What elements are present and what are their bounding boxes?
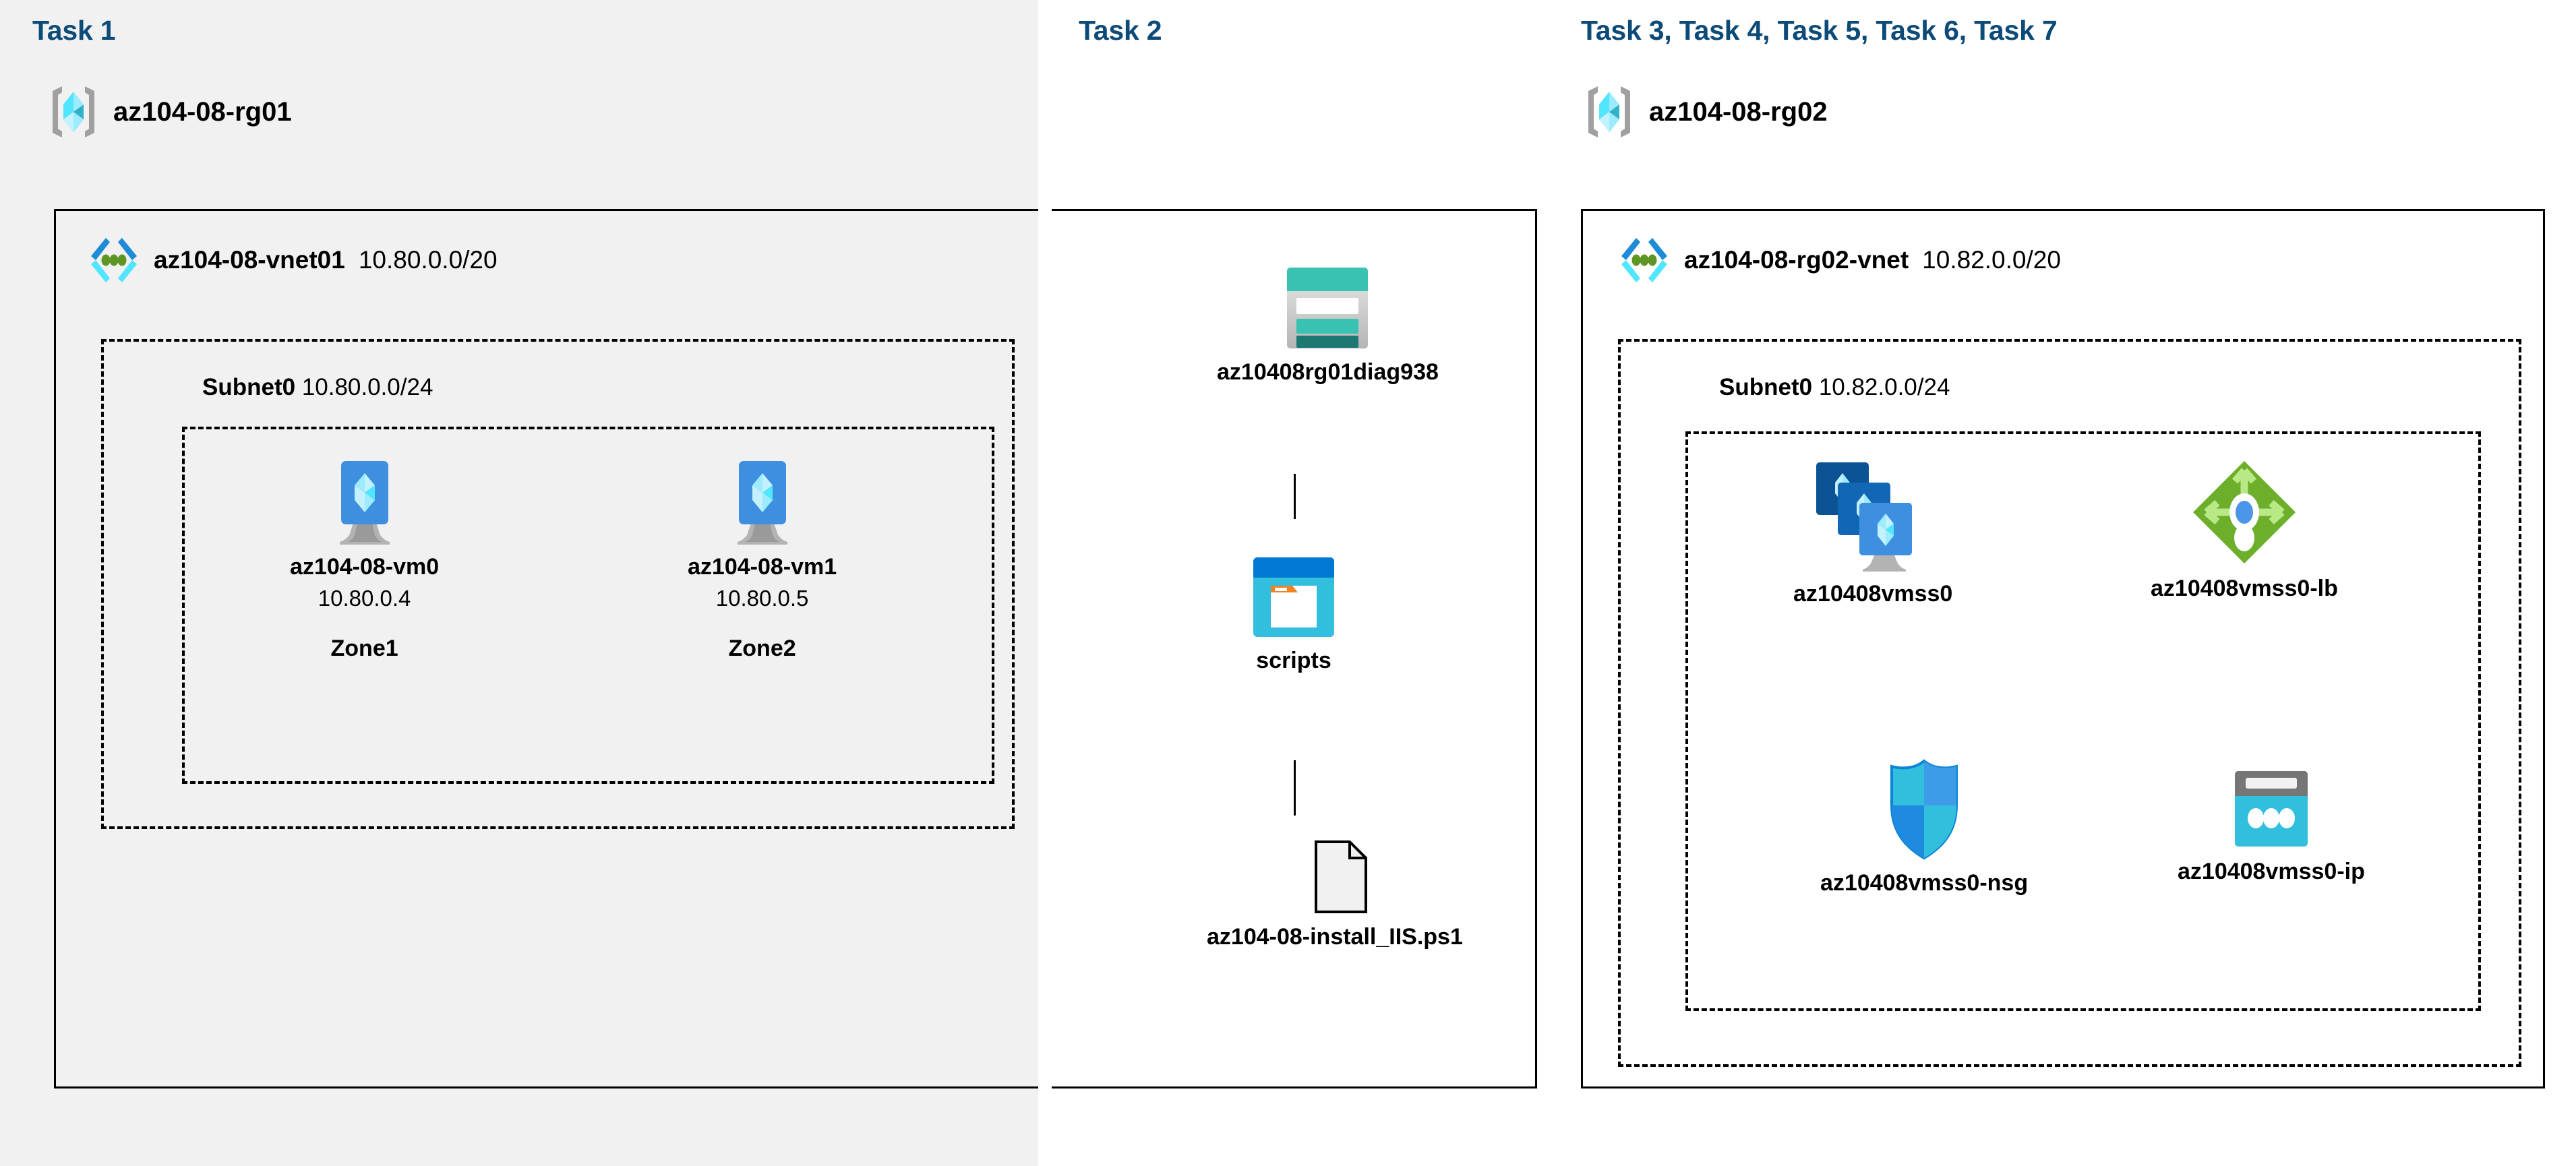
load-balancer-name: az10408vmss0-lb bbox=[2151, 576, 2338, 601]
resource-group-rg02: az104-08-rg02 bbox=[1584, 84, 1828, 140]
storage-account-node[interactable]: az10408rg01diag938 bbox=[1217, 266, 1439, 386]
vm-zone: Zone1 bbox=[330, 636, 398, 661]
vnet01-header: az104-08-vnet01 10.80.0.0/20 bbox=[88, 236, 498, 284]
vnet-cidr: 10.80.0.0/20 bbox=[358, 246, 498, 274]
storage-account-icon bbox=[1284, 266, 1371, 350]
task2-heading: Task 2 bbox=[1079, 15, 1162, 46]
vm-name: az104-08-vm1 bbox=[688, 554, 837, 580]
vnet-name: az104-08-rg02-vnet bbox=[1684, 246, 1909, 274]
task3-panel bbox=[0, 0, 1025, 1166]
subnet-name: Subnet0 bbox=[202, 374, 296, 400]
task3-heading: Task 3, Task 4, Task 5, Task 6, Task 7 bbox=[1581, 15, 2058, 46]
subnet0-right-title: Subnet0 10.82.0.0/24 bbox=[1719, 374, 1950, 401]
vnet-name: az104-08-vnet01 bbox=[154, 246, 345, 274]
task1-heading: Task 1 bbox=[32, 15, 116, 46]
vm-scale-set-icon bbox=[1805, 458, 1940, 572]
vm-scale-set-node[interactable]: az10408vmss0 bbox=[1793, 458, 1952, 607]
subnet-name: Subnet0 bbox=[1719, 374, 1813, 400]
load-balancer-icon bbox=[2190, 458, 2298, 566]
storage-account-name: az10408rg01diag938 bbox=[1217, 359, 1439, 385]
subnet0-left-container bbox=[101, 339, 1015, 829]
vmss-resources-container bbox=[1685, 431, 2481, 1011]
load-balancer-node[interactable]: az10408vmss0-lb bbox=[2151, 458, 2338, 602]
virtual-machine-icon bbox=[725, 458, 800, 545]
blob-container-node[interactable]: scripts bbox=[1251, 556, 1337, 674]
subnet0-left-title: Subnet0 10.80.0.0/24 bbox=[202, 374, 433, 401]
script-file-name: az104-08-install_IIS.ps1 bbox=[1207, 924, 1463, 950]
resource-group-icon bbox=[49, 84, 98, 140]
vnet02-header: az104-08-rg02-vnet 10.82.0.0/20 bbox=[1618, 236, 2061, 284]
vm-ip: 10.80.0.4 bbox=[318, 586, 411, 611]
vnet-cidr: 10.82.0.0/20 bbox=[1922, 246, 2061, 274]
public-ip-name: az10408vmss0-ip bbox=[2178, 859, 2365, 884]
virtual-machine-icon bbox=[328, 458, 402, 545]
vm-scale-set-name: az10408vmss0 bbox=[1793, 581, 1953, 607]
public-ip-address-icon bbox=[2231, 768, 2312, 849]
virtual-network-icon bbox=[88, 236, 140, 284]
virtual-network-icon bbox=[1618, 236, 1671, 284]
resource-group-name: az104-08-rg01 bbox=[113, 96, 292, 127]
vm1-node[interactable]: az104-08-vm1 10.80.0.5 Zone2 bbox=[688, 458, 837, 662]
connector-storage-to-container bbox=[1294, 474, 1296, 519]
availability-zones-container bbox=[182, 427, 994, 784]
resource-group-icon bbox=[1584, 84, 1634, 140]
resource-group-rg01: az104-08-rg01 bbox=[49, 84, 292, 140]
network-security-group-name: az10408vmss0-nsg bbox=[1820, 870, 2029, 896]
blob-container-name: scripts bbox=[1256, 648, 1331, 673]
file-icon bbox=[1292, 839, 1378, 915]
vm0-node[interactable]: az104-08-vm0 10.80.0.4 Zone1 bbox=[290, 458, 439, 662]
subnet-cidr: 10.82.0.0/24 bbox=[1818, 374, 1950, 400]
vnet02-container bbox=[1581, 209, 2545, 1088]
vm-zone: Zone2 bbox=[728, 636, 796, 661]
vnet01-container-right bbox=[1052, 209, 1537, 1088]
subnet0-right-container bbox=[1618, 339, 2521, 1067]
vm-name: az104-08-vm0 bbox=[290, 554, 440, 580]
script-file-node[interactable]: az104-08-install_IIS.ps1 bbox=[1207, 839, 1463, 950]
network-security-group-node[interactable]: az10408vmss0-nsg bbox=[1820, 758, 2028, 896]
blob-container-icon bbox=[1251, 556, 1337, 638]
vnet01-container-left bbox=[54, 209, 1038, 1088]
subnet-cidr: 10.80.0.0/24 bbox=[301, 374, 433, 400]
network-security-group-icon bbox=[1884, 758, 1965, 861]
resource-group-name: az104-08-rg02 bbox=[1649, 96, 1828, 127]
public-ip-node[interactable]: az10408vmss0-ip bbox=[2178, 768, 2365, 885]
vm-ip: 10.80.0.5 bbox=[715, 586, 809, 611]
connector-container-to-file bbox=[1294, 760, 1296, 816]
